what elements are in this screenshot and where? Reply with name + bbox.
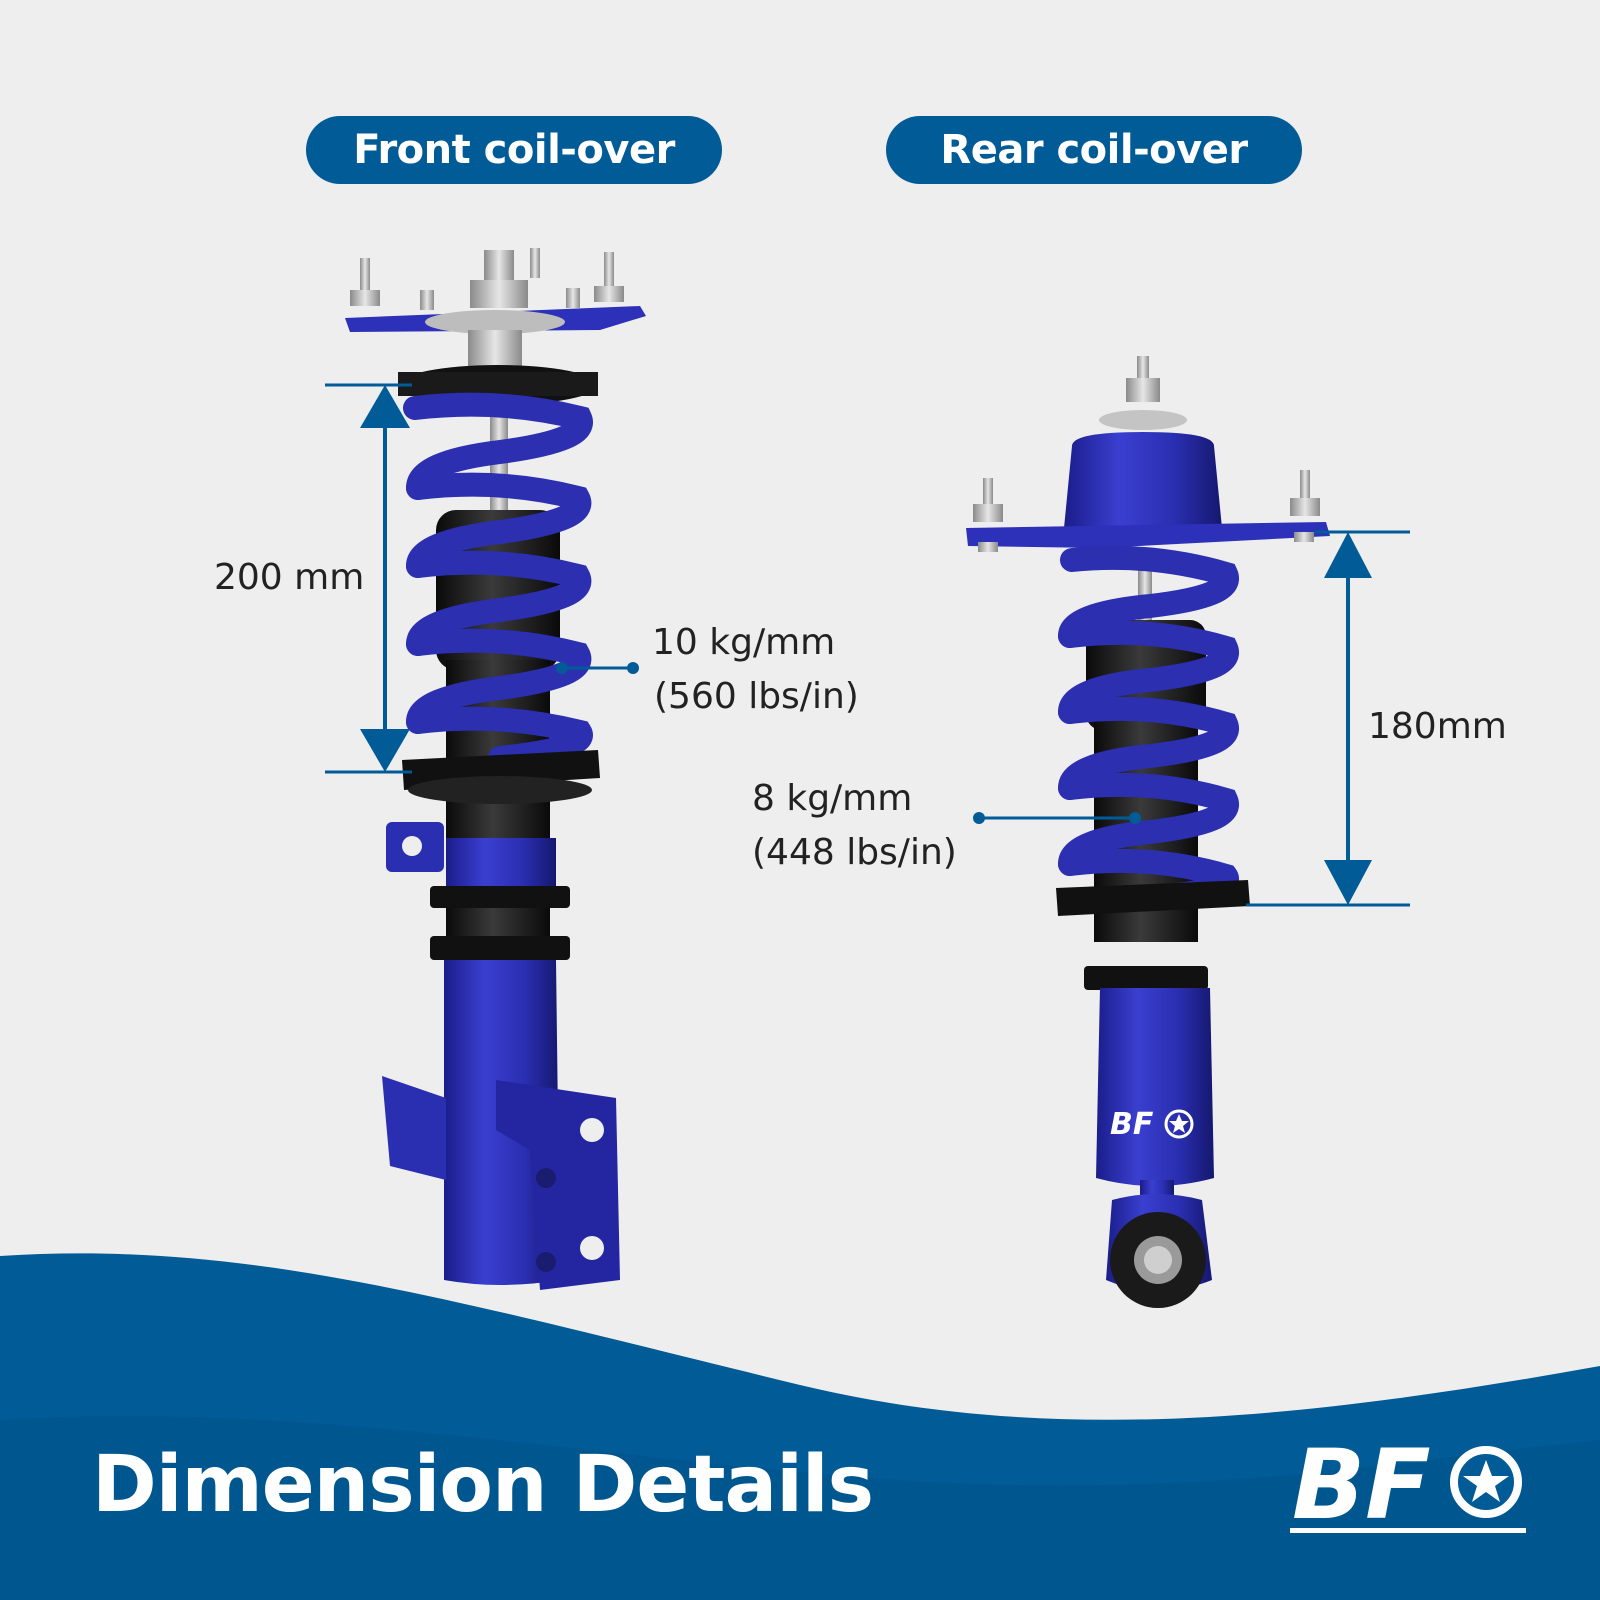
rear-spring-rate-imperial-label: (448 lbs/in) [752,832,957,873]
brand-logo-text: BF [1292,1430,1431,1540]
rear-coilover-header: Rear coil-over [886,116,1302,184]
rear-length-label: 180mm [1368,706,1507,747]
footer-wave [0,1253,1600,1600]
front-spring-rate-imperial-label: (560 lbs/in) [654,676,859,717]
front-coilover-header: Front coil-over [306,116,722,184]
footer-title: Dimension Details [92,1440,874,1530]
rear-coilover: BF [966,356,1330,1308]
front-spring-rate-label: 10 kg/mm [652,622,836,663]
rear-dimension-arrow [1246,530,1410,907]
front-coilover [345,248,646,1290]
front-dimension-arrow [325,383,412,774]
svg-text:BF: BF [1110,1107,1154,1142]
front-length-label: 200 mm [214,557,365,598]
front-spring-pointer [556,662,639,674]
rear-spring-rate-label: 8 kg/mm [752,778,913,819]
rear-spring-pointer [973,812,1141,824]
brand-logo: BF [1290,1430,1526,1540]
